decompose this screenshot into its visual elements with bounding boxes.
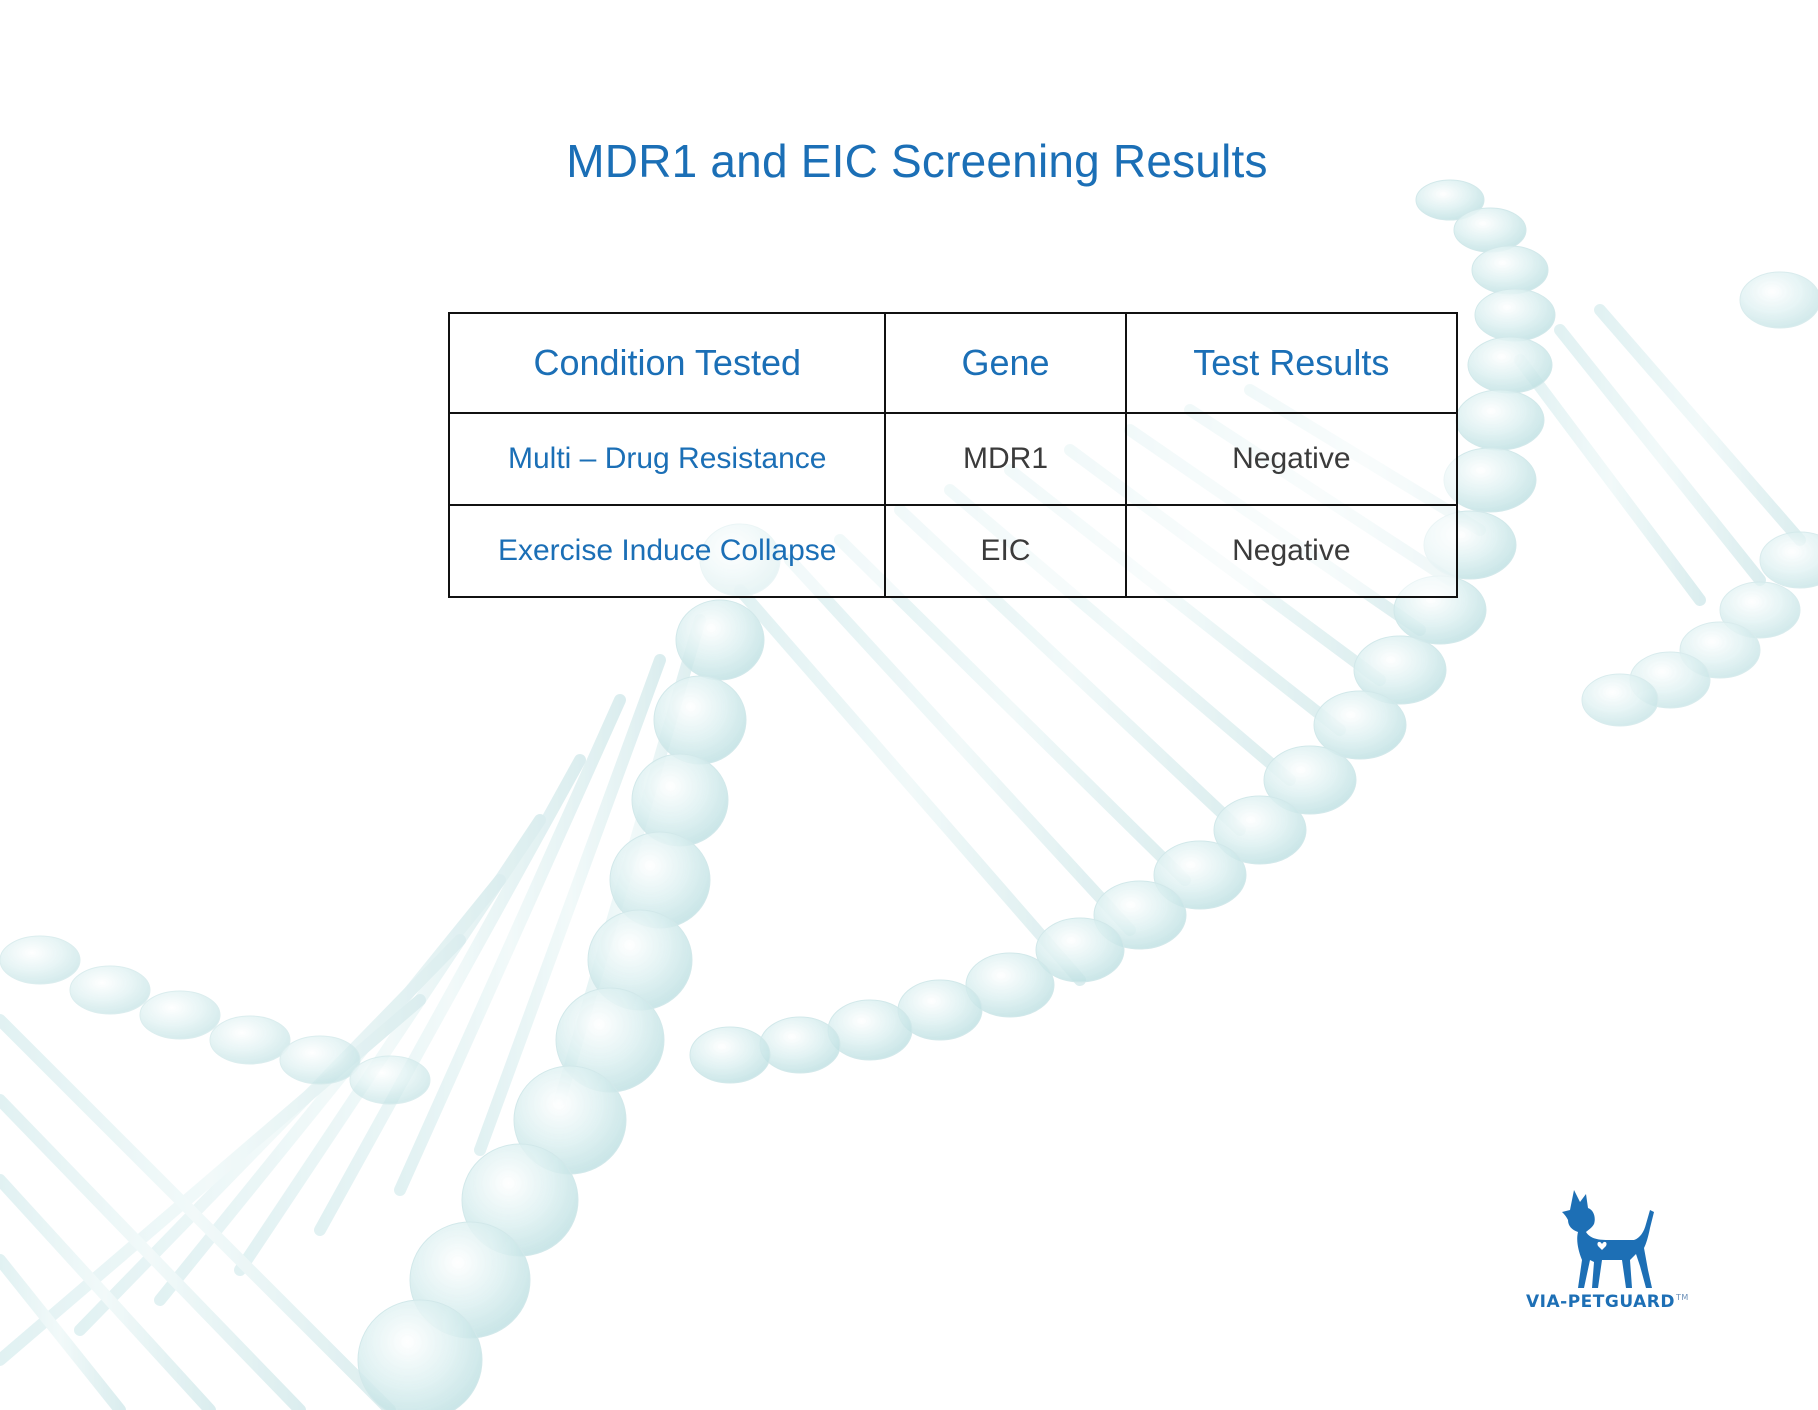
table-row: Exercise Induce Collapse EIC Negative bbox=[447, 504, 1459, 598]
cell-result: Negative bbox=[1124, 504, 1459, 598]
trademark-mark: TM bbox=[1675, 1293, 1689, 1303]
cell-condition: Exercise Induce Collapse bbox=[447, 504, 887, 598]
cell-gene: MDR1 bbox=[884, 412, 1127, 506]
screening-results-table: Condition Tested Gene Test Results Multi… bbox=[447, 312, 1459, 598]
cell-condition: Multi – Drug Resistance bbox=[447, 412, 887, 506]
header-condition-tested: Condition Tested bbox=[447, 312, 887, 414]
page-title: MDR1 and EIC Screening Results bbox=[566, 135, 1268, 187]
header-test-results: Test Results bbox=[1124, 312, 1459, 414]
table-row: Multi – Drug Resistance MDR1 Negative bbox=[447, 412, 1459, 506]
cell-result: Negative bbox=[1124, 412, 1459, 506]
via-petguard-logo: VIA-PETGUARDTM bbox=[1526, 1188, 1706, 1318]
dog-silhouette-icon bbox=[1562, 1190, 1654, 1288]
header-gene: Gene bbox=[884, 312, 1127, 414]
table-header-row: Condition Tested Gene Test Results bbox=[447, 312, 1459, 414]
logo-text: VIA-PETGUARD bbox=[1526, 1292, 1675, 1312]
cell-gene: EIC bbox=[884, 504, 1127, 598]
